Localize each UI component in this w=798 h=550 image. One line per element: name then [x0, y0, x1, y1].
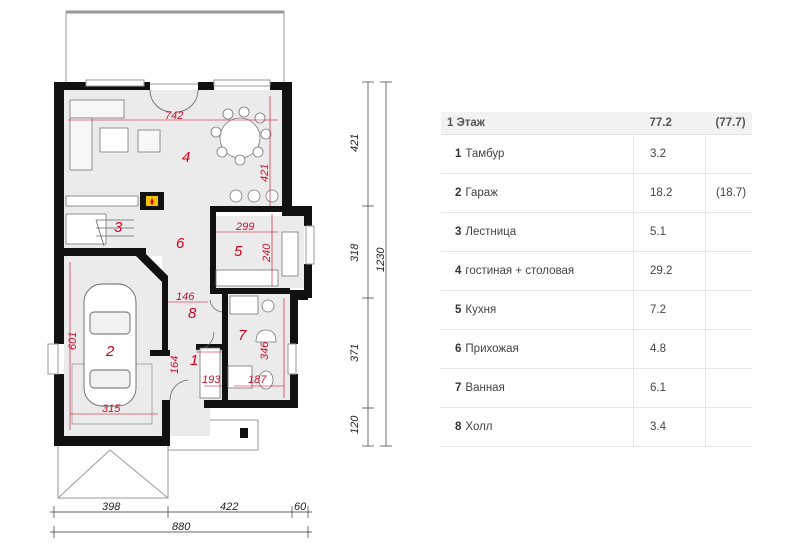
room-number: 1 [190, 352, 198, 369]
dim-label: 146 [176, 291, 195, 303]
dim-label: 318 [349, 243, 361, 262]
room-number: 6 [176, 235, 185, 252]
room-area: 18.2 [633, 173, 706, 213]
room-area: 6.1 [633, 368, 706, 408]
room-number: 4 [182, 149, 190, 166]
dim-label: 1230 [375, 247, 387, 272]
terrace [65, 11, 285, 85]
room-area-alt [705, 212, 752, 252]
room-num: 1 [455, 148, 462, 160]
room-name: Холл [465, 421, 493, 433]
room-area-alt [705, 251, 752, 291]
room-name: Тамбур [465, 148, 505, 160]
dim-label: 299 [235, 221, 254, 233]
dim-label: 398 [102, 501, 121, 513]
porch [57, 439, 169, 499]
room-name: Прихожая [465, 343, 519, 355]
room-area: 29.2 [633, 251, 706, 291]
staircase [95, 219, 134, 247]
room-name: гостиная + столовая [465, 265, 575, 277]
floor-total-area-alt: (77.7) [705, 112, 752, 135]
room-number: 2 [105, 343, 115, 360]
room-number: 3 [114, 219, 123, 236]
dim-label: 187 [248, 374, 267, 386]
room-area: 5.1 [633, 212, 706, 252]
dim-label: 346 [259, 341, 271, 360]
floor-plan: 1 2 3 4 5 6 7 8 742 421 299 240 146 164 … [47, 10, 392, 538]
room-number: 8 [188, 305, 197, 322]
room-area: 7.2 [633, 290, 706, 330]
dim-label: 371 [349, 344, 361, 362]
room-area: 4.8 [633, 329, 706, 369]
fireplace-icon [140, 192, 164, 210]
room-area: 3.2 [633, 134, 706, 174]
room-name: Гараж [465, 187, 498, 199]
room-num: 8 [455, 421, 462, 433]
dim-label: 240 [261, 243, 273, 263]
furniture [65, 99, 299, 425]
room-number: 7 [238, 327, 247, 344]
dim-label: 422 [220, 501, 238, 513]
dim-label: 315 [102, 403, 121, 415]
room-area-alt [705, 368, 752, 408]
outer-dimensions: 421 318 371 120 1230 398 422 60 880 [102, 134, 387, 533]
room-numbers: 1 2 3 4 5 6 7 8 [105, 149, 247, 369]
room-area-alt [705, 134, 752, 174]
inner-dimension-lines [68, 96, 285, 430]
room-name: Кухня [465, 304, 497, 316]
dim-label: 164 [169, 356, 181, 374]
area-table-header: 1 Этаж 77.2 (77.7) [441, 112, 752, 135]
doors [149, 89, 223, 401]
room-name: Лестница [465, 226, 517, 238]
room-name: Ванная [465, 382, 505, 394]
car [83, 283, 137, 407]
room-area: 3.4 [633, 407, 706, 447]
dim-label: 60 [294, 501, 307, 513]
room-area-alt [705, 329, 752, 369]
room-area-alt [705, 290, 752, 330]
dim-label: 120 [349, 415, 361, 434]
room-num: 5 [455, 304, 462, 316]
inner-dimensions: 742 421 299 240 146 164 193 187 346 601 … [67, 110, 273, 415]
room-num: 4 [455, 265, 462, 277]
dim-label: 880 [172, 521, 191, 533]
floor-total-area: 77.2 [633, 112, 706, 135]
room-num: 3 [455, 226, 462, 238]
room-num: 6 [455, 343, 462, 355]
dim-label: 742 [165, 110, 183, 122]
room-num: 2 [455, 187, 462, 199]
windows [47, 79, 315, 375]
dim-label: 421 [349, 134, 361, 152]
room-number: 5 [234, 243, 243, 260]
dim-label: 601 [67, 332, 79, 350]
room-area-alt [705, 407, 752, 447]
floor-title: 1 Этаж [441, 112, 634, 135]
room-area-alt: (18.7) [705, 173, 752, 213]
dim-label: 193 [202, 374, 221, 386]
dim-label: 421 [259, 164, 271, 182]
room-num: 7 [455, 382, 462, 394]
outer-dimension-lines [50, 81, 392, 538]
